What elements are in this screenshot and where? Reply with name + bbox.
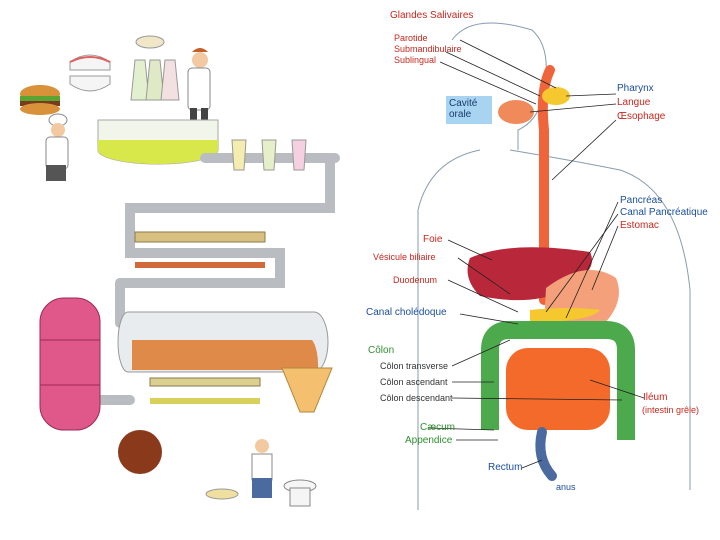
leader-lines (427, 39, 645, 469)
brown-globe (118, 430, 162, 474)
heating-rail-1 (134, 231, 266, 243)
label-colon-ascendant: Côlon ascendant (380, 377, 448, 387)
label-glandes-salivaires: Glandes Salivaires (390, 10, 474, 21)
plate (205, 488, 239, 500)
label-appendice: Appendice (405, 435, 453, 446)
toilet-icon (283, 479, 317, 507)
scientist-figure (187, 48, 211, 120)
mouth-vat (97, 119, 219, 165)
salivary-gland-shape (542, 87, 570, 105)
label-ileum: Iléum (643, 392, 668, 403)
label-vesicule-biliaire: Vésicule biliaire (373, 252, 436, 262)
label-canal-pancreatique: Canal Pancréatique (620, 207, 708, 218)
label-oesophage: Œsophage (617, 111, 666, 122)
body-outline (417, 22, 691, 510)
label-cavite-orale: Cavité orale (446, 96, 492, 124)
label-parotide: Parotide (394, 33, 428, 43)
label-colon: Côlon (368, 345, 395, 356)
flask-group-top (130, 35, 180, 101)
label-foie: Foie (423, 234, 443, 245)
label-canal-choledoque: Canal cholédoque (366, 307, 447, 318)
label-colon-descendant: Côlon descendant (380, 393, 453, 403)
label-duodenum: Duodenum (393, 275, 438, 285)
tongue-shape (498, 100, 534, 124)
intestine-tank (117, 311, 329, 373)
chef-figure-left (45, 113, 69, 181)
pink-tank (39, 297, 101, 431)
digestion-factory-illustration (20, 35, 340, 507)
label-estomac: Estomac (620, 220, 659, 231)
heating-rail-2 (135, 262, 265, 268)
label-sublingual: Sublingual (394, 55, 437, 65)
label-colon-transverse: Côlon transverse (380, 361, 449, 371)
flask-group-middle (231, 139, 307, 171)
teeth-icon (69, 54, 111, 92)
rectum-shape (535, 427, 557, 481)
label-pharynx: Pharynx (617, 83, 654, 94)
label-langue: Langue (617, 97, 651, 108)
label-intestin-grele: (intestin grêle) (642, 405, 700, 415)
burger-icon (20, 85, 60, 115)
digestive-system-diagram (417, 22, 691, 510)
heating-rail-4 (150, 398, 260, 404)
heating-rail-3 (149, 377, 261, 387)
colon-shape (481, 321, 635, 440)
pancreas-shape (530, 308, 600, 322)
small-intestine-shape (506, 348, 610, 430)
label-pancreas: Pancréas (620, 195, 663, 206)
label-caecum: Cæcum (420, 422, 456, 433)
label-submandibulaire: Submandibulaire (394, 44, 462, 54)
seated-man-figure (251, 439, 273, 498)
funnel (281, 367, 333, 413)
label-rectum: Rectum (488, 462, 523, 473)
label-anus: anus (556, 482, 576, 492)
